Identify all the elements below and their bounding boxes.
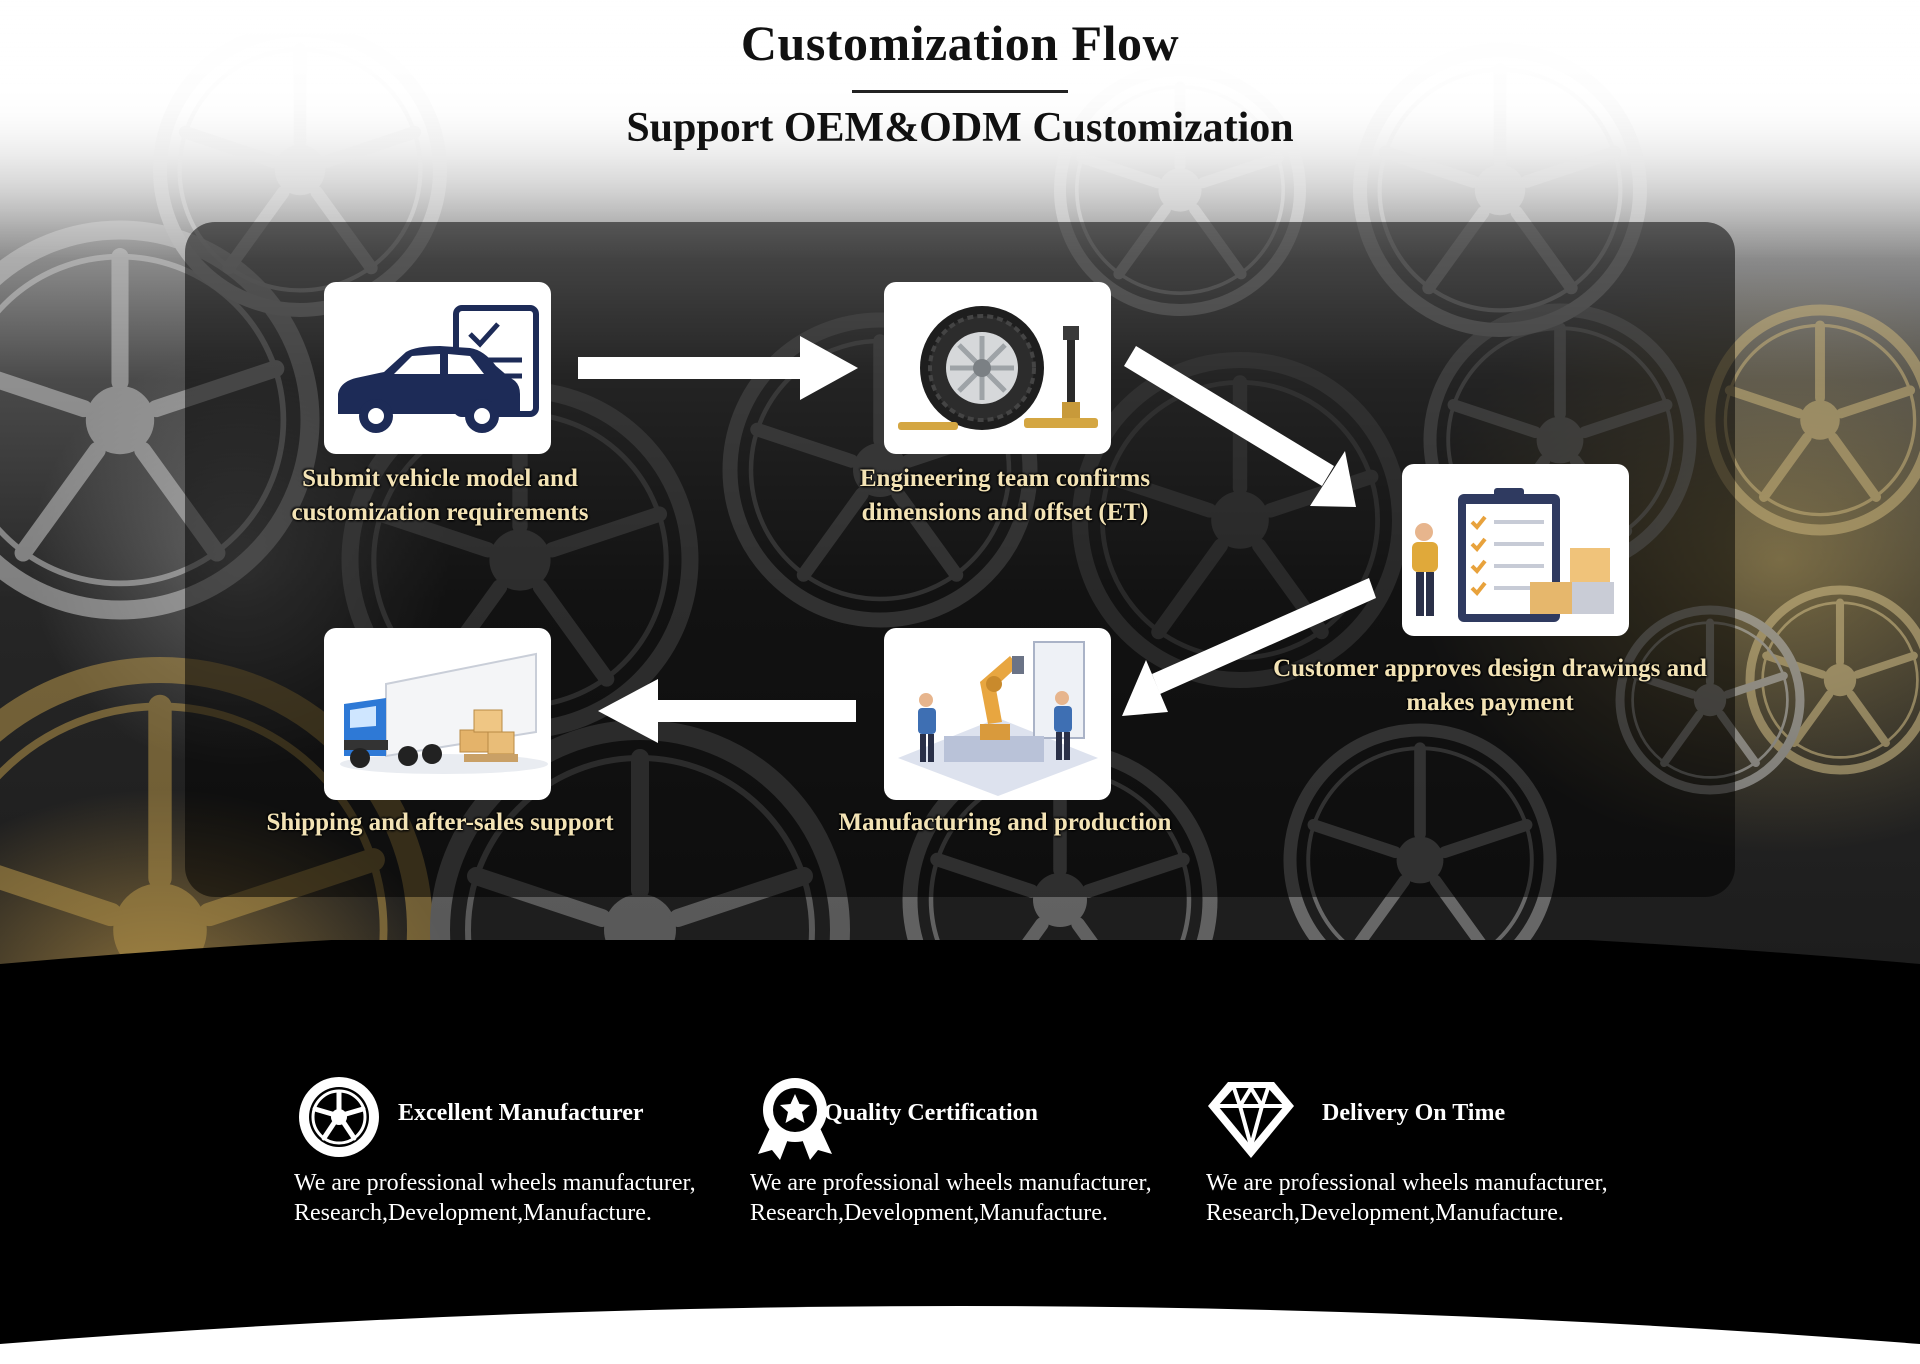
top-fade <box>0 0 1920 260</box>
feature-description: We are professional wheels manufacturer,… <box>294 1170 696 1226</box>
page-title: Customization Flow <box>740 15 1180 71</box>
delivery-truck-icon <box>340 652 548 774</box>
feature-title: Quality Certification <box>824 1100 1038 1126</box>
feature-description: We are professional wheels manufacturer,… <box>1206 1170 1608 1226</box>
features-band <box>0 940 1920 1364</box>
step-label-approve-payment: Customer approves design drawings and ma… <box>1273 655 1707 716</box>
feature-description: We are professional wheels manufacturer,… <box>750 1170 1152 1226</box>
step-label-manufacturing: Manufacturing and production <box>838 809 1172 836</box>
page-subtitle: Support OEM&ODM Customization <box>626 105 1294 151</box>
step-card-approve-payment <box>1402 464 1629 636</box>
clipboard-checklist-icon <box>1412 488 1614 622</box>
step-label-engineering-confirm: Engineering team confirms dimensions and… <box>859 465 1151 526</box>
step-card-engineering-confirm <box>884 282 1111 454</box>
band-curved-shape <box>0 940 1920 1364</box>
step-card-shipping <box>324 628 551 800</box>
title-divider <box>852 90 1068 93</box>
step-card-manufacturing <box>884 628 1111 800</box>
car-document-icon <box>338 305 539 433</box>
wheel-icon <box>299 1077 379 1157</box>
feature-title: Delivery On Time <box>1322 1100 1506 1126</box>
step-label-submit-requirements: Submit vehicle model and customization r… <box>291 465 589 526</box>
tire-shock-absorber-icon <box>898 306 1098 430</box>
award-ribbon-icon <box>758 1078 832 1160</box>
robot-arm-factory-icon <box>898 641 1098 796</box>
step-label-shipping: Shipping and after-sales support <box>266 809 614 836</box>
feature-title: Excellent Manufacturer <box>398 1100 644 1126</box>
step-card-submit-requirements <box>324 282 551 454</box>
diamond-icon <box>1208 1082 1294 1158</box>
